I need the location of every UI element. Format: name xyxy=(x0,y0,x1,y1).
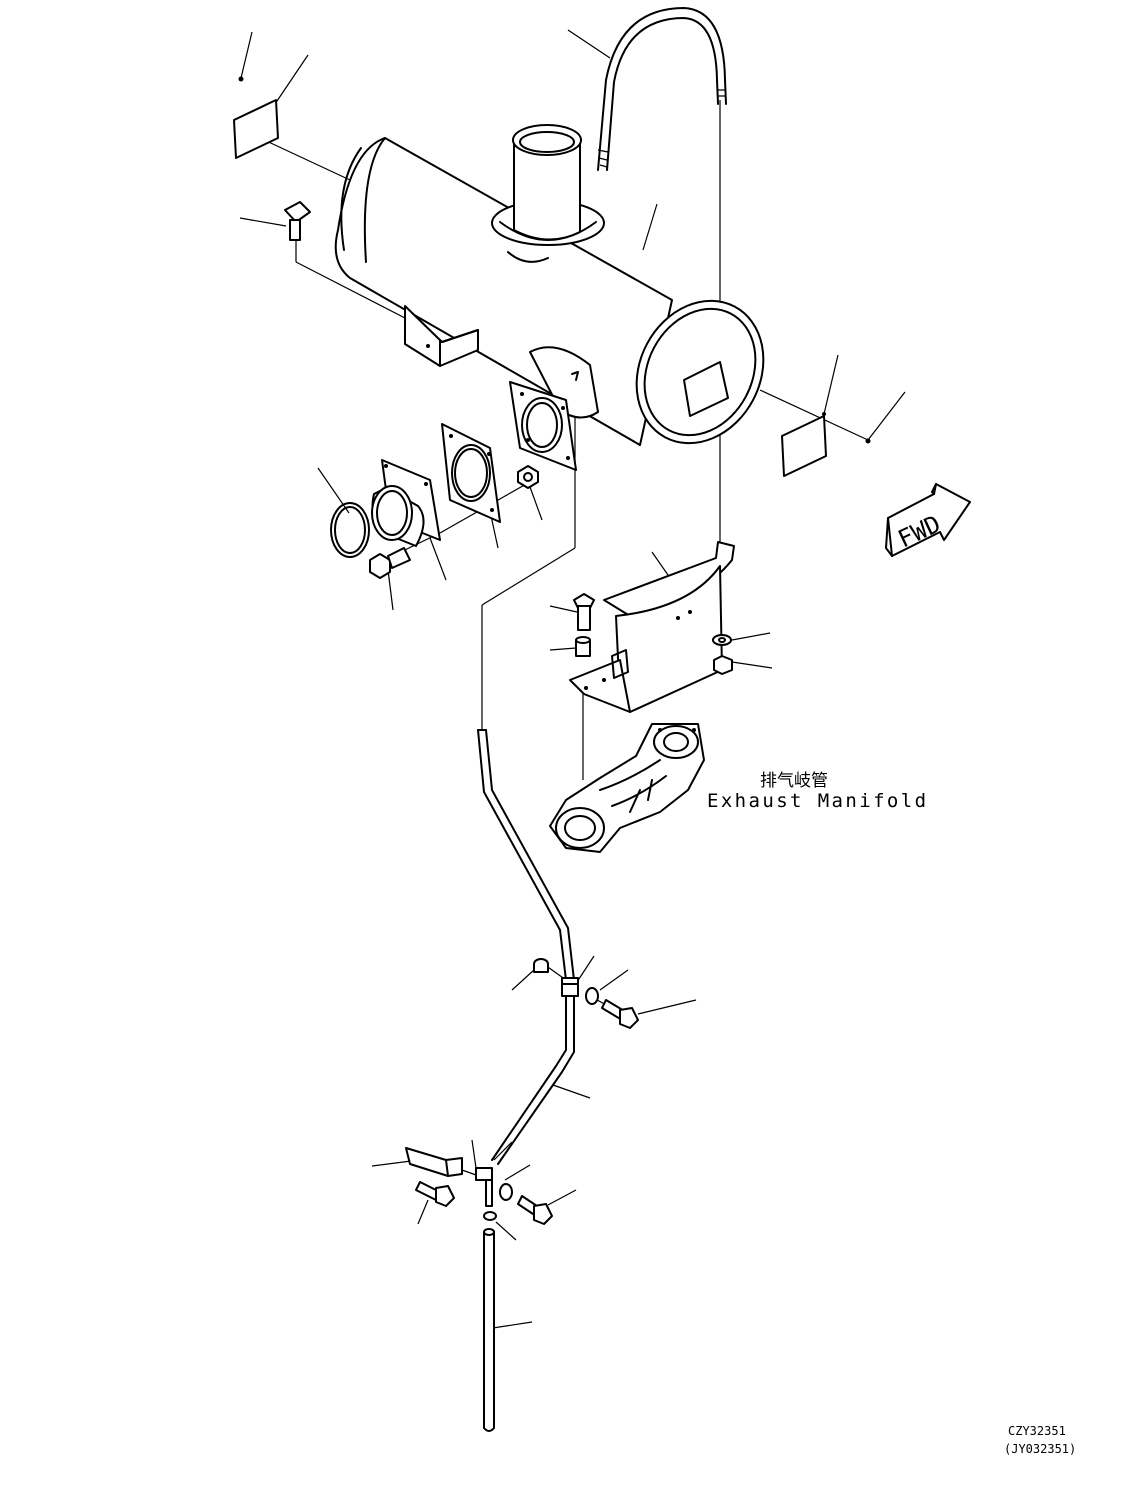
drain-tube-upper xyxy=(477,729,575,1165)
washer-mid xyxy=(585,987,599,1005)
o-ring xyxy=(330,502,370,558)
tube-clamp-lower xyxy=(475,1167,493,1207)
tube-clamp-mid xyxy=(561,977,579,997)
muffler xyxy=(334,124,765,446)
drawing-code-alt: (JY032351) xyxy=(1004,1442,1077,1456)
flange-joint xyxy=(371,459,441,547)
spacer-mid xyxy=(533,958,549,973)
flange-bolt xyxy=(369,547,411,579)
exhaust-manifold xyxy=(549,723,705,853)
exhaust-manifold-label-en: Exhaust Manifold xyxy=(707,790,929,812)
leader-lines xyxy=(238,29,906,1329)
muffler-support-bracket xyxy=(569,541,735,713)
bolt-lower-left xyxy=(415,1181,455,1207)
bolt-lower-right xyxy=(517,1195,553,1225)
muffler-bolt xyxy=(284,201,311,241)
clip-lower xyxy=(405,1147,463,1177)
fwd-arrow: FWD xyxy=(885,483,971,557)
hose-clip xyxy=(483,1211,497,1221)
bracket-washer xyxy=(712,634,732,646)
drain-tube-lower xyxy=(483,1228,495,1432)
bracket-bolt xyxy=(573,593,595,631)
exhaust-manifold-label-cn: 排气岐管 xyxy=(760,771,828,791)
drawing-code: CZY32351 xyxy=(1008,1424,1066,1438)
inlet-flange xyxy=(509,381,577,471)
nut xyxy=(517,465,539,489)
washer-lower xyxy=(499,1183,513,1201)
bolt-mid xyxy=(601,999,639,1029)
bracket-spacer xyxy=(575,636,591,657)
bracket-nut xyxy=(713,655,733,675)
name-plates xyxy=(233,99,827,477)
gasket xyxy=(441,423,501,523)
tail-pipe-bend xyxy=(597,7,727,171)
